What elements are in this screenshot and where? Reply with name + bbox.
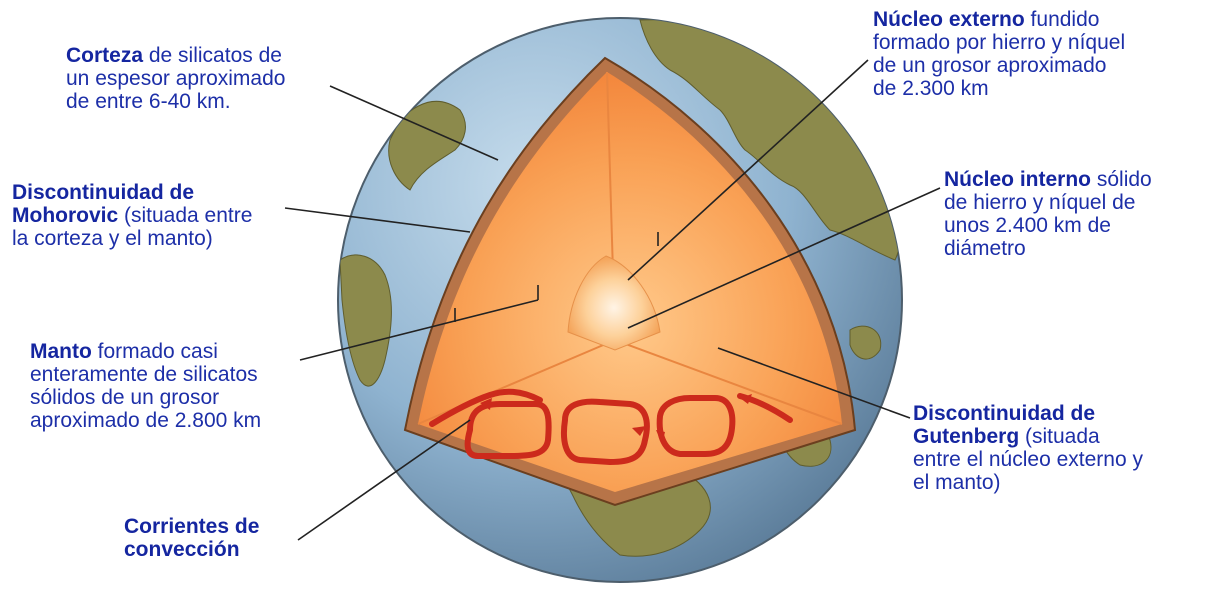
label-mohorovic: Discontinuidad de Mohorovic (situada ent… xyxy=(12,181,253,250)
tick-marks xyxy=(454,232,659,322)
label-nucleo-externo: Núcleo externo fundido formado por hierr… xyxy=(873,8,1126,100)
label-nucleo-interno: Núcleo interno sólido de hierro y níquel… xyxy=(944,168,1152,260)
label-corteza: Corteza de silicatos de un espesor aprox… xyxy=(66,44,286,113)
label-gutenberg: Discontinuidad de Gutenberg (situada ent… xyxy=(913,402,1143,494)
label-manto: Manto formado casi enteramente de silica… xyxy=(30,340,262,432)
leader-lines xyxy=(284,59,941,541)
label-corteza-title: Corteza xyxy=(66,44,144,67)
convection-arrowheads xyxy=(480,394,752,444)
label-corrientes: Corrientes de convección xyxy=(124,515,260,561)
inner-core xyxy=(567,255,661,351)
